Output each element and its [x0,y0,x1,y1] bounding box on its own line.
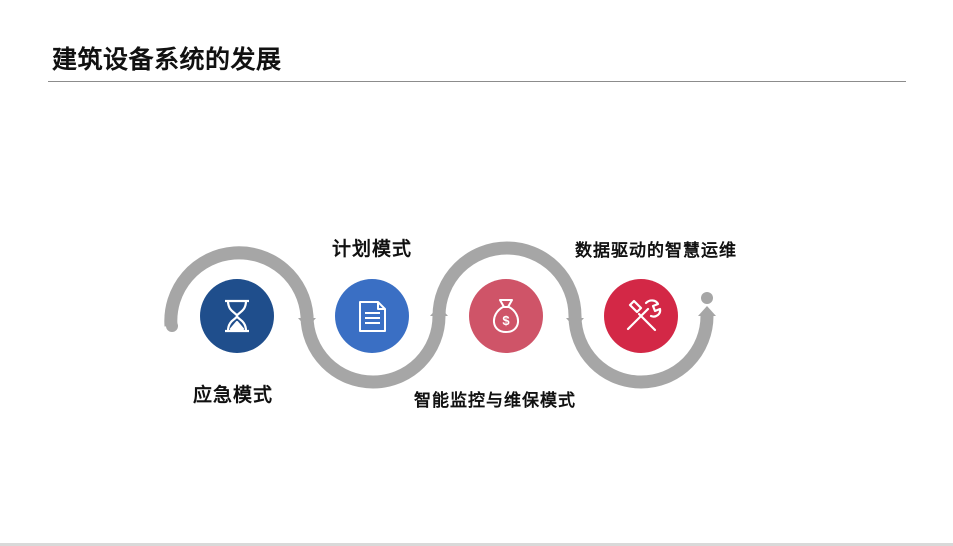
flow-arrow-up-1 [430,306,448,316]
stage-3-node: $ [469,279,543,353]
stage-2-node [335,279,409,353]
hourglass-icon [225,299,249,333]
stage-1-node [200,279,274,353]
stage-4-node [604,279,678,353]
page-title: 建筑设备系统的发展 [52,45,282,74]
flow-start-dot [166,320,178,332]
stage-4-label: 数据驱动的智慧运维 [575,241,737,261]
flow-arrow-down-2 [566,318,584,328]
flow-arrow-down-1 [298,318,316,328]
stage-2-label: 计划模式 [332,238,413,260]
stage-1-label: 应急模式 [193,384,274,406]
money-bag-icon: $ [493,299,519,333]
document-icon [359,301,386,332]
flow-end-dot [701,292,713,304]
footer-divider [0,543,953,546]
title-divider [48,81,906,82]
stage-3-label: 智能监控与维保模式 [414,391,576,411]
flow-arrow-up-2 [698,306,716,316]
tools-icon [626,299,662,332]
svg-text:$: $ [502,313,510,328]
